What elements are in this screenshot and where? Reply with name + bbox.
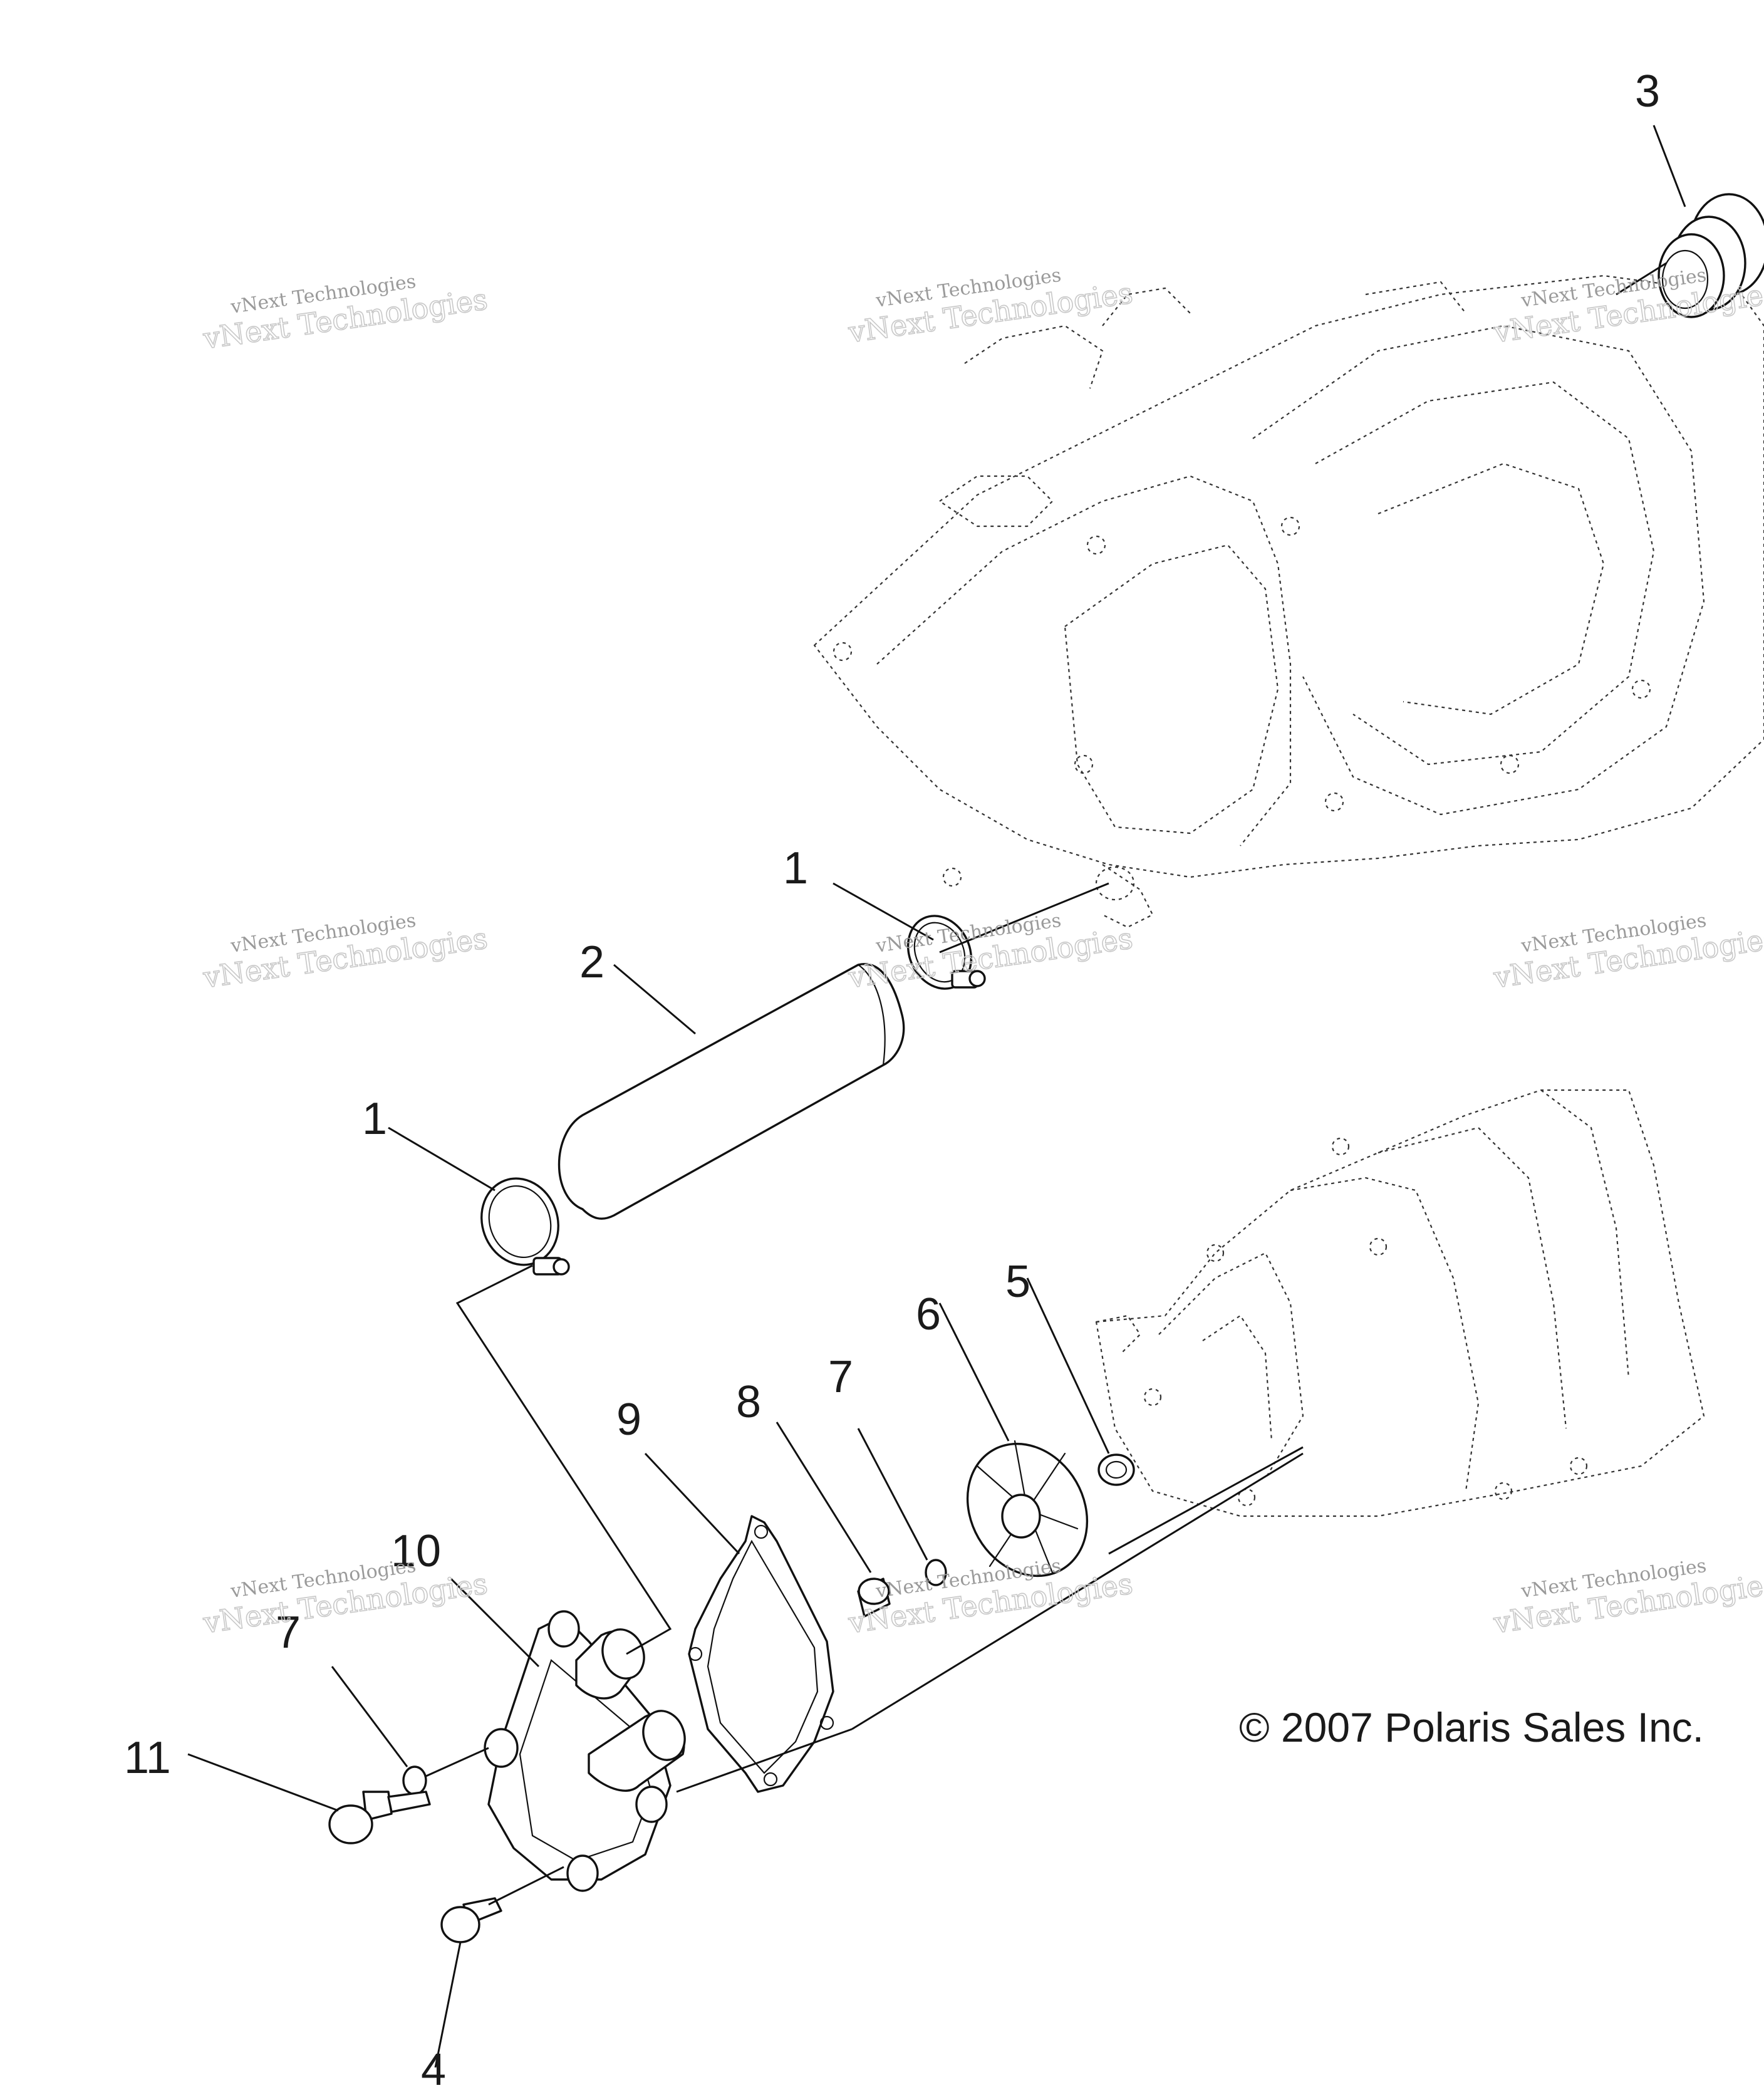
hose-clamp-lower [480,1177,570,1276]
callout-6: 6 [916,1289,941,1339]
hose-part-2 [558,963,905,1220]
callout-7-upper: 7 [828,1352,853,1402]
cylinder-head-outline [813,274,1764,928]
callout-9: 9 [616,1395,641,1445]
callout-labels: 3 1 2 1 5 6 7 8 9 10 7 11 4 [124,66,1660,2085]
washer-part-7-upper [925,1559,947,1586]
bolt-part-4 [440,1897,502,1943]
pump-cover-part-10 [484,1610,686,1892]
impeller-part-6 [966,1440,1089,1578]
bolt-part-11 [328,1791,431,1844]
fitting-part-8 [857,1578,891,1618]
gasket-part-9 [688,1515,834,1793]
copyright-notice: © 2007 Polaris Sales Inc. [1239,1704,1704,1750]
seal-part-5 [1097,1453,1135,1486]
callout-7-lower: 7 [276,1608,301,1658]
callout-2: 2 [579,937,604,987]
watermarks: vNext Technologies vNext Technologies vN… [200,264,1764,1641]
crankcase-outline [1095,1089,1705,1517]
callout-1-upper: 1 [783,843,808,893]
callout-4: 4 [421,2045,446,2085]
callout-8: 8 [736,1377,761,1427]
leader-lines [187,125,1686,2068]
callout-11: 11 [124,1733,171,1783]
plug-part-3 [1658,193,1764,318]
callout-1-lower: 1 [362,1094,387,1144]
callout-10: 10 [391,1526,441,1576]
washer-part-7-lower [402,1765,427,1796]
callout-5: 5 [1005,1257,1030,1307]
callout-3: 3 [1635,66,1660,117]
